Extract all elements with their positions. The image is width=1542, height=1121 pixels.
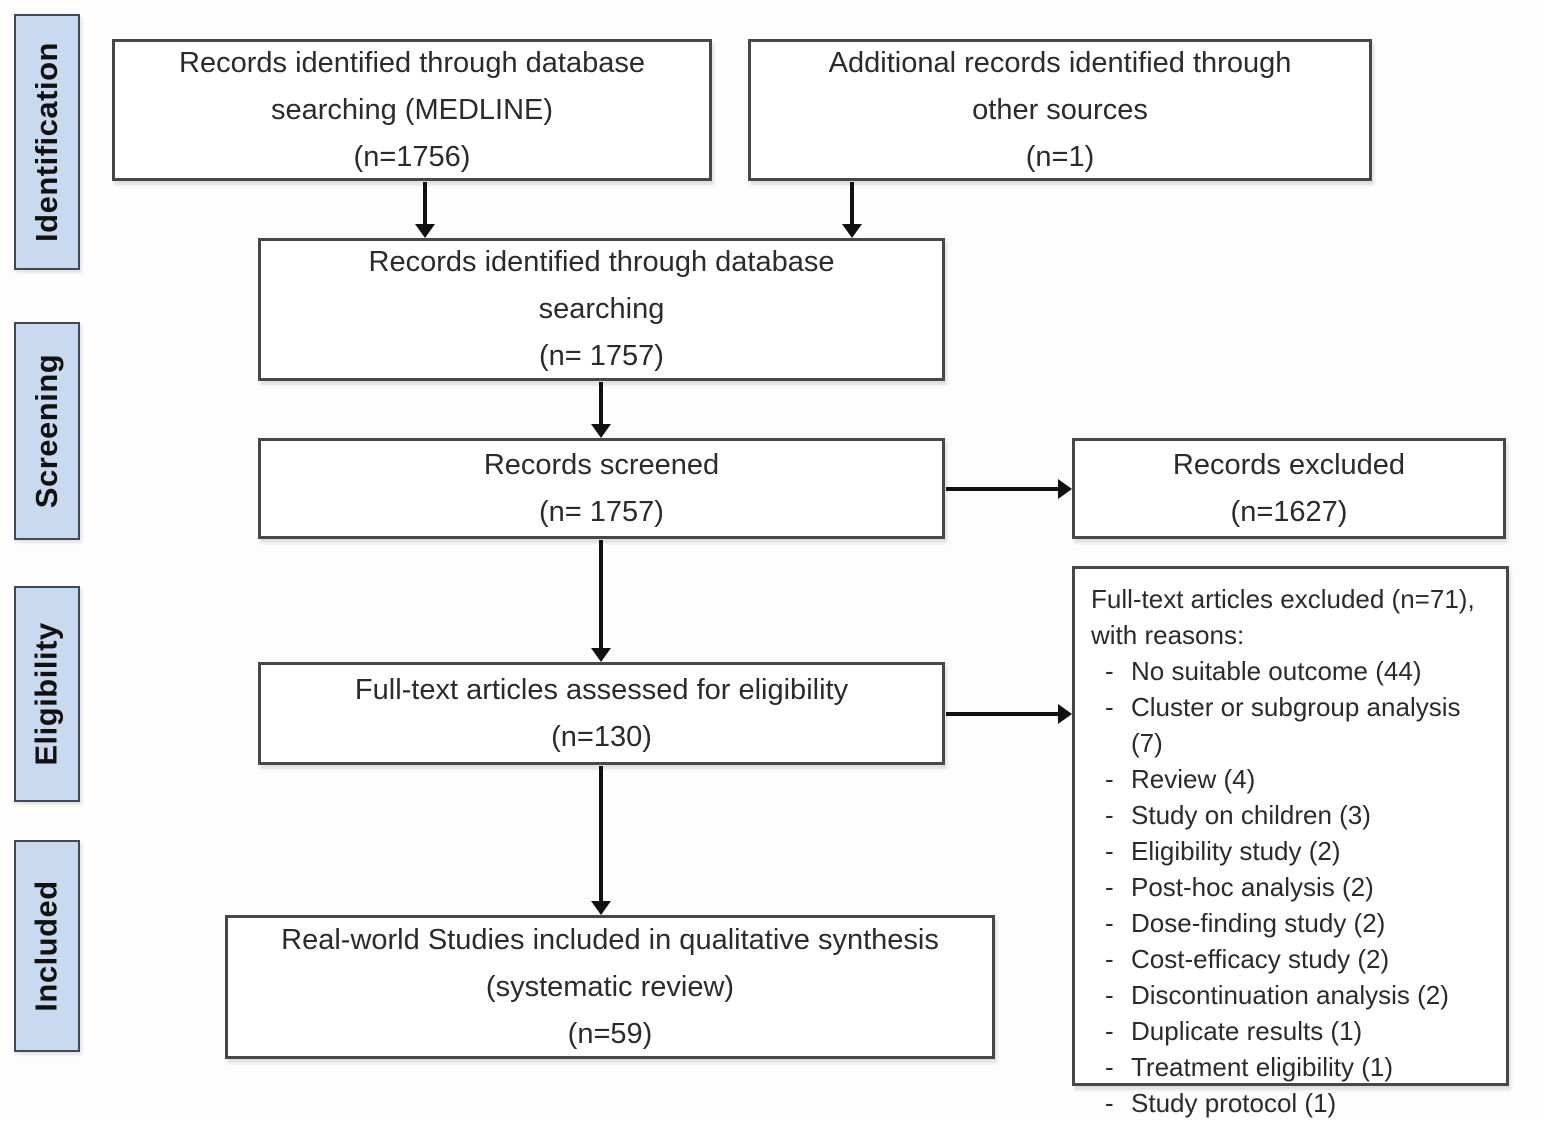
exclusion-reason-text: Dose-finding study (2) (1131, 908, 1386, 938)
stage-label-included: Included (14, 840, 80, 1052)
stage-label-eligibility-text: Eligibility (29, 622, 65, 766)
exclusion-reason-text: Study on children (3) (1131, 800, 1371, 830)
arrow-medline-to-combined (423, 182, 427, 224)
exclusion-reason-text: Discontinuation analysis (2) (1131, 980, 1449, 1010)
dash-bullet: - (1105, 692, 1114, 722)
exclusion-reason-item: - Duplicate results (1) (1091, 1013, 1496, 1049)
exclusion-reason-item: - Study protocol (1) (1091, 1085, 1496, 1121)
arrow-screened-to-fulltext (599, 540, 603, 648)
arrow-screened-to-excluded (946, 487, 1058, 491)
dash-bullet: - (1105, 1088, 1114, 1118)
stage-label-screening: Screening (14, 322, 80, 540)
arrow-fulltext-to-reasons (946, 712, 1058, 716)
stage-label-eligibility: Eligibility (14, 586, 80, 802)
stage-label-screening-text: Screening (29, 353, 65, 509)
exclusion-reason-item: - Treatment eligibility (1) (1091, 1049, 1496, 1085)
dash-bullet: - (1105, 800, 1114, 830)
exclusion-reason-text: Duplicate results (1) (1131, 1016, 1363, 1046)
arrow-fulltext-to-included (599, 766, 603, 901)
exclusion-reason-text: Eligibility study (2) (1131, 836, 1341, 866)
dash-bullet: - (1105, 908, 1114, 938)
exclusion-reason-item: - Discontinuation analysis (2) (1091, 977, 1496, 1013)
exclusion-reason-item: - No suitable outcome (44) (1091, 653, 1496, 689)
exclusion-reason-text: No suitable outcome (44) (1131, 656, 1422, 686)
box-fulltext-excluded-reasons: Full-text articles excluded (n=71), with… (1072, 566, 1509, 1118)
dash-bullet: - (1105, 656, 1114, 686)
box-additional-records-other-sources: Additional records identified through ot… (748, 39, 1372, 181)
box-records-identified-combined: Records identified through database sear… (258, 238, 945, 381)
exclusion-reason-item: - Eligibility study (2) (1091, 833, 1496, 869)
dash-bullet: - (1105, 1052, 1114, 1082)
stage-label-identification: Identification (14, 14, 80, 270)
exclusion-reason-item: - Study on children (3) (1091, 797, 1496, 833)
arrow-combined-to-screened (599, 382, 603, 424)
dash-bullet: - (1105, 836, 1114, 866)
box-records-identified-medline: Records identified through database sear… (112, 39, 712, 181)
prisma-flow-diagram: Identification Screening Eligibility Inc… (0, 0, 1542, 1094)
box-studies-included: Real-world Studies included in qualitati… (225, 915, 995, 1059)
exclusion-reasons-list: - No suitable outcome (44) - Cluster or … (1091, 653, 1496, 1121)
exclusion-reason-item: - Review (4) (1091, 761, 1496, 797)
exclusion-reasons-heading: Full-text articles excluded (n=71), with… (1091, 584, 1475, 650)
stage-label-identification-text: Identification (29, 42, 65, 242)
box-records-screened: Records screened (n= 1757) (258, 438, 945, 539)
exclusion-reason-text: Cost-efficacy study (2) (1131, 944, 1390, 974)
exclusion-reason-text: Treatment eligibility (1) (1131, 1052, 1394, 1082)
dash-bullet: - (1105, 872, 1114, 902)
exclusion-reason-item: - Dose-finding study (2) (1091, 905, 1496, 941)
stage-label-included-text: Included (29, 880, 65, 1012)
exclusion-reason-text: Study protocol (1) (1131, 1088, 1337, 1118)
arrow-other-to-combined (850, 182, 854, 224)
dash-bullet: - (1105, 1016, 1114, 1046)
box-fulltext-assessed: Full-text articles assessed for eligibil… (258, 662, 945, 765)
exclusion-reason-item: - Cluster or subgroup analysis (7) (1091, 689, 1496, 761)
dash-bullet: - (1105, 980, 1114, 1010)
dash-bullet: - (1105, 944, 1114, 974)
dash-bullet: - (1105, 764, 1114, 794)
box-records-excluded: Records excluded (n=1627) (1072, 438, 1506, 539)
exclusion-reason-item: - Post-hoc analysis (2) (1091, 869, 1496, 905)
exclusion-reason-item: - Cost-efficacy study (2) (1091, 941, 1496, 977)
exclusion-reason-text: Review (4) (1131, 764, 1256, 794)
exclusion-reason-text: Cluster or subgroup analysis (7) (1131, 692, 1461, 758)
exclusion-reason-text: Post-hoc analysis (2) (1131, 872, 1374, 902)
